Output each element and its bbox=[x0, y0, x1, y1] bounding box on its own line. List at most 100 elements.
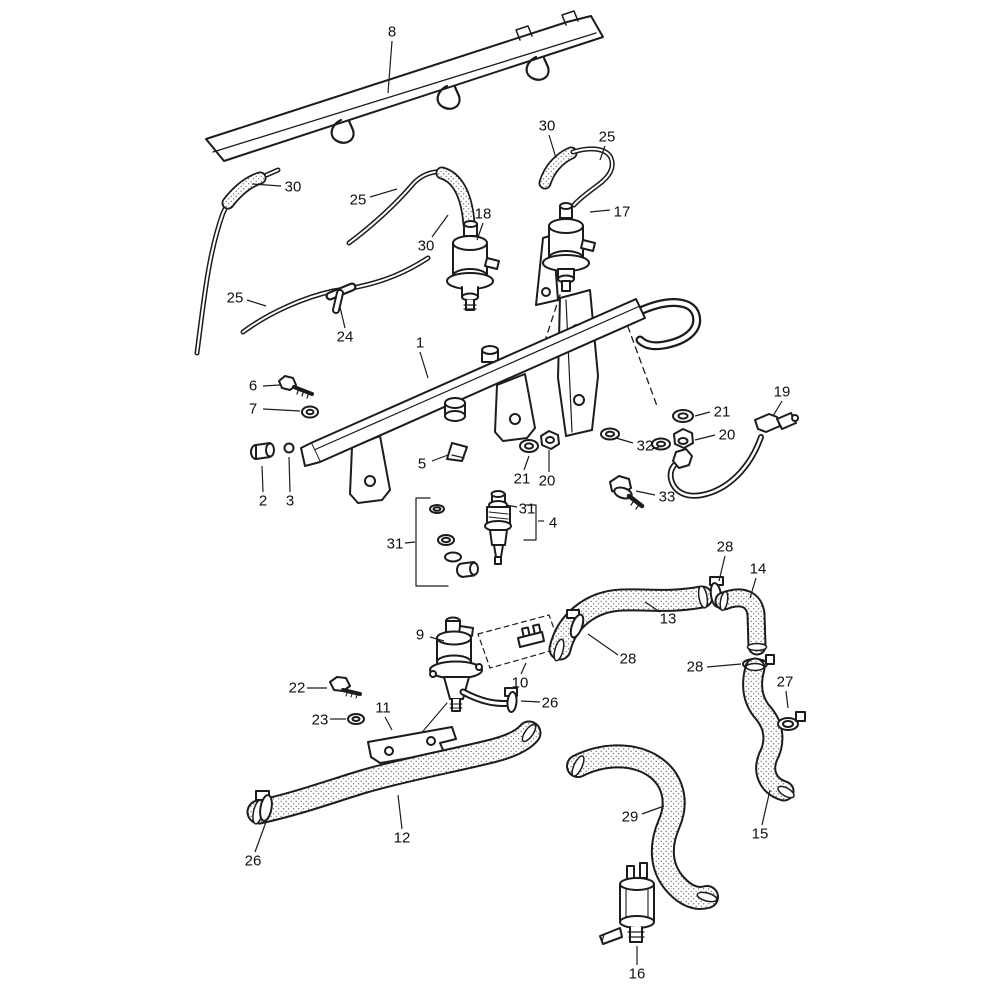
fuel-hose-30-left bbox=[221, 171, 267, 210]
leader-line-25 bbox=[369, 188, 398, 198]
part-label-28: 28 bbox=[717, 539, 734, 556]
leader-line-10 bbox=[520, 662, 527, 675]
part-label-13: 13 bbox=[660, 611, 677, 628]
hose-13 bbox=[548, 585, 714, 662]
part-label-25: 25 bbox=[227, 290, 244, 307]
fuel-rail-1 bbox=[300, 289, 702, 504]
leader-line-5 bbox=[431, 454, 449, 462]
part-label-18: 18 bbox=[475, 206, 492, 223]
union-pipe-19 bbox=[667, 412, 799, 499]
part-label-21: 21 bbox=[714, 404, 731, 421]
pressure-regulator-17 bbox=[535, 202, 596, 306]
part-label-21: 21 bbox=[514, 471, 531, 488]
part-label-29: 29 bbox=[622, 809, 639, 826]
leader-line-8 bbox=[387, 40, 393, 94]
washer-21a bbox=[519, 439, 539, 453]
artwork bbox=[194, 10, 806, 945]
leader-line-33 bbox=[635, 490, 656, 496]
leader-line-29 bbox=[641, 805, 665, 815]
leader-line-24 bbox=[339, 306, 346, 329]
part-label-26: 26 bbox=[245, 853, 262, 870]
clamp-28b bbox=[566, 609, 585, 639]
leader-line-17 bbox=[589, 209, 611, 213]
leader-line-25 bbox=[246, 299, 267, 307]
leader-line-25 bbox=[599, 145, 606, 161]
leader-line-31 bbox=[505, 504, 518, 508]
hose-29 bbox=[566, 744, 719, 910]
leader-line-14 bbox=[749, 577, 757, 599]
part-label-25: 25 bbox=[599, 129, 616, 146]
leader-line-15 bbox=[761, 789, 771, 826]
seal-kit-31 bbox=[415, 497, 537, 587]
leader-line-7 bbox=[262, 408, 301, 412]
leader-line-9 bbox=[429, 636, 445, 642]
leader-line-26 bbox=[254, 821, 267, 853]
elbow-hose-14 bbox=[714, 588, 768, 656]
leader-line-28 bbox=[718, 555, 726, 582]
fuel-hose-30-middle bbox=[435, 166, 476, 231]
part-label-19: 19 bbox=[774, 384, 791, 401]
bolt-22 bbox=[329, 676, 362, 699]
bolt-33 bbox=[609, 475, 645, 510]
injector-4 bbox=[484, 490, 512, 565]
part-label-3: 3 bbox=[286, 493, 294, 510]
ball-3 bbox=[283, 442, 295, 454]
part-label-6: 6 bbox=[249, 378, 257, 395]
part-label-22: 22 bbox=[289, 680, 306, 697]
part-label-5: 5 bbox=[418, 456, 426, 473]
leader-line-32 bbox=[651, 446, 660, 450]
washer-32b bbox=[651, 437, 671, 451]
part-label-31: 31 bbox=[387, 536, 404, 553]
part-label-27: 27 bbox=[777, 674, 794, 691]
part-label-30: 30 bbox=[539, 118, 556, 135]
leader-line-19 bbox=[772, 400, 783, 417]
leader-line-31 bbox=[404, 541, 416, 544]
leader-line-12 bbox=[397, 794, 403, 830]
valve-16 bbox=[599, 862, 655, 945]
fuel-hose-30-right bbox=[538, 146, 578, 190]
nut-20a bbox=[540, 430, 560, 450]
clamp-26a bbox=[504, 687, 518, 713]
washer-21b bbox=[672, 409, 694, 423]
leader-line-20 bbox=[694, 434, 716, 441]
part-label-23: 23 bbox=[312, 712, 329, 729]
part-label-7: 7 bbox=[249, 401, 257, 418]
leader-line-21 bbox=[694, 411, 711, 417]
assembly-dashed-lines bbox=[535, 294, 658, 407]
part-label-11: 11 bbox=[375, 700, 391, 717]
fitting-10 bbox=[477, 614, 562, 669]
part-label-14: 14 bbox=[750, 561, 767, 578]
part-label-10: 10 bbox=[512, 675, 529, 692]
part-label-12: 12 bbox=[394, 830, 411, 847]
leader-line-6 bbox=[262, 384, 281, 387]
hose-12 bbox=[246, 720, 542, 825]
leader-line-30 bbox=[548, 134, 557, 159]
part-label-28: 28 bbox=[620, 651, 637, 668]
leader-line-11 bbox=[384, 716, 393, 731]
part-label-20: 20 bbox=[719, 427, 736, 444]
leader-line-1 bbox=[419, 351, 429, 379]
part-label-28: 28 bbox=[687, 659, 704, 676]
washer-7 bbox=[301, 405, 319, 419]
part-label-30: 30 bbox=[285, 179, 302, 196]
leader-line-13 bbox=[644, 601, 661, 613]
washer-32a bbox=[600, 427, 620, 441]
part-label-26: 26 bbox=[542, 695, 559, 712]
leader-line-27 bbox=[785, 690, 789, 709]
leader-line-30 bbox=[431, 214, 449, 238]
bolt-6 bbox=[278, 375, 314, 399]
cap-2 bbox=[250, 442, 275, 460]
leader-line-30 bbox=[251, 183, 282, 187]
leader-line-26 bbox=[520, 700, 541, 703]
fuel-rail-cover-8 bbox=[205, 10, 604, 162]
t-piece-24 bbox=[325, 282, 357, 314]
leader-line-18 bbox=[476, 222, 484, 241]
leader-line-32 bbox=[615, 437, 634, 444]
fuel-line-25-right bbox=[570, 146, 615, 208]
part-label-2: 2 bbox=[259, 493, 267, 510]
part-label-8: 8 bbox=[388, 24, 396, 41]
clip-5 bbox=[446, 442, 468, 462]
